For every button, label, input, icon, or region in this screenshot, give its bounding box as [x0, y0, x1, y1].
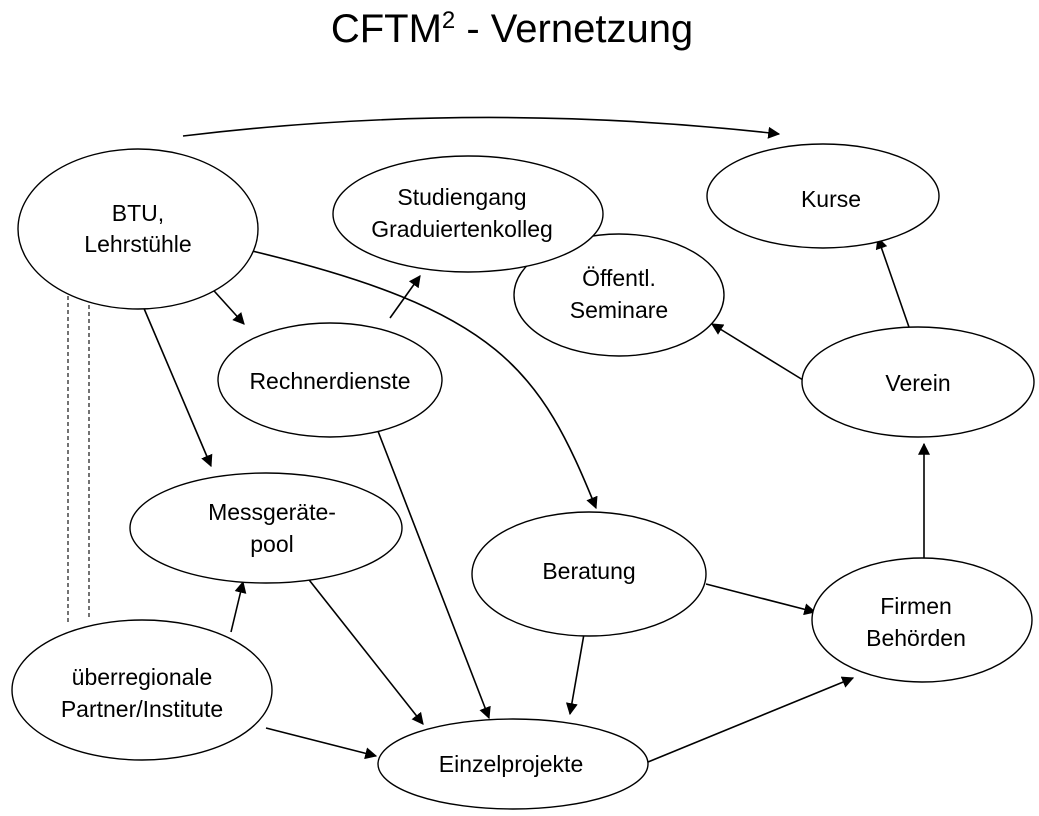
edge-partner-messgeraete: [230, 580, 247, 633]
node-kurse: Kurse: [706, 143, 940, 249]
edges: [67, 116, 930, 763]
edge-btu-kurse: [182, 116, 781, 139]
node-kurse-label: Kurse: [801, 186, 861, 212]
edge-partner-einzelprojekte: [265, 727, 378, 760]
edge-rechnerdienste-einzelprojekte: [375, 425, 491, 720]
node-studiengang: Studiengang Graduiertenkolleg: [332, 155, 604, 273]
edge-beratung-firmen: [705, 583, 817, 616]
node-firmen-label-2: Behörden: [866, 625, 966, 651]
node-seminare-label-2: Seminare: [570, 297, 668, 323]
node-btu: BTU, Lehrstühle: [17, 148, 259, 310]
node-firmen-shape: [811, 557, 1033, 683]
node-beratung-shape: [471, 511, 707, 637]
node-rechnerdienste: Rechnerdienste: [217, 322, 443, 438]
node-messgeraete: Messgeräte- pool: [129, 472, 403, 584]
edge-btu-messgeraete: [136, 291, 213, 468]
node-rechnerdienste-label: Rechnerdienste: [249, 368, 410, 394]
node-btu-label-1: BTU,: [112, 200, 164, 226]
node-partner-label-1: überregionale: [72, 664, 213, 690]
node-beratung-label: Beratung: [542, 558, 635, 584]
node-beratung: Beratung: [471, 511, 707, 637]
node-verein: Verein: [801, 326, 1035, 438]
node-verein-label: Verein: [885, 370, 950, 396]
diagram-title: CFTM2 - Vernetzung: [331, 7, 693, 51]
node-firmen-label-1: Firmen: [880, 593, 952, 619]
node-einzelprojekte: Einzelprojekte: [377, 718, 649, 810]
edge-btu-beratung: [247, 249, 598, 510]
node-seminare-label-1: Öffentl.: [582, 265, 656, 291]
node-partner-label-2: Partner/Institute: [61, 696, 223, 722]
edge-verein-seminare: [710, 323, 804, 381]
node-studiengang-shape: [332, 155, 604, 273]
node-messgeraete-label-2: pool: [250, 531, 293, 557]
edge-einzelprojekte-firmen: [647, 676, 855, 763]
node-partner-shape: [11, 619, 273, 761]
node-verein-shape: [801, 326, 1035, 438]
node-seminare-shape: [513, 233, 725, 357]
node-einzelprojekte-label: Einzelprojekte: [439, 751, 583, 777]
edge-verein-kurse: [875, 236, 911, 331]
node-btu-shape: [17, 148, 259, 310]
edge-rechnerdienste-studiengang: [389, 275, 421, 319]
node-partner: überregionale Partner/Institute: [11, 619, 273, 761]
node-rechnerdienste-shape: [217, 322, 443, 438]
node-einzelprojekte-shape: [377, 718, 649, 810]
node-studiengang-label-1: Studiengang: [397, 184, 526, 210]
edge-messgeraete-einzelprojekte: [305, 575, 424, 725]
node-seminare: Öffentl. Seminare: [513, 233, 725, 357]
node-firmen: Firmen Behörden: [811, 557, 1033, 683]
node-messgeraete-shape: [129, 472, 403, 584]
node-kurse-shape: [706, 143, 940, 249]
node-btu-label-2: Lehrstühle: [84, 231, 191, 257]
node-studiengang-label-2: Graduiertenkolleg: [371, 216, 553, 242]
node-messgeraete-label-1: Messgeräte-: [208, 499, 336, 525]
edge-beratung-einzelprojekte: [565, 633, 585, 716]
